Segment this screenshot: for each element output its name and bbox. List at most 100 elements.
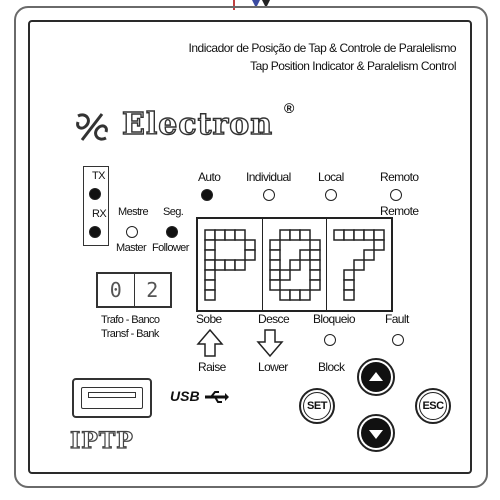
display-dot xyxy=(343,268,355,281)
cable-black-arrow-icon xyxy=(262,0,270,8)
lower-arrow-icon xyxy=(256,329,284,358)
remote-label-pt: Remoto xyxy=(380,170,419,184)
up-button-face xyxy=(361,362,391,392)
down-button-face xyxy=(361,418,391,448)
esc-button[interactable]: ESC xyxy=(415,388,451,424)
arrow-up-icon xyxy=(369,371,383,381)
remote-label-en: Remote xyxy=(380,204,419,218)
cable-blue-arrow-icon xyxy=(252,0,260,8)
display-dot xyxy=(373,228,385,241)
display-dot xyxy=(234,258,246,271)
display-dot xyxy=(234,228,246,241)
local-led xyxy=(325,189,337,201)
bank-digit-1: 0 xyxy=(109,278,122,302)
up-button[interactable] xyxy=(357,358,395,396)
display-dot xyxy=(204,258,216,271)
fault-led xyxy=(392,334,404,346)
display-dot xyxy=(288,258,301,271)
title-portuguese: Indicador de Posição de Tap & Controle d… xyxy=(188,41,457,55)
display-dot xyxy=(204,278,216,291)
usb-symbol-icon xyxy=(205,391,229,403)
individual-label: Individual xyxy=(246,170,291,184)
remote-led xyxy=(390,189,402,201)
rx-label: RX xyxy=(92,208,107,220)
bank-display: 0 2 xyxy=(96,272,172,308)
tx-label: TX xyxy=(92,170,105,182)
display-dot xyxy=(343,288,355,301)
block-label-en: Block xyxy=(318,360,345,374)
tx-led xyxy=(89,188,101,200)
display-dot xyxy=(308,238,321,251)
set-button[interactable]: SET xyxy=(299,388,335,424)
arrow-down-icon xyxy=(369,429,383,439)
follower-label-pt: Seg. xyxy=(163,206,184,218)
display-dot xyxy=(268,248,281,261)
display-dot xyxy=(353,258,365,271)
raise-label-en: Raise xyxy=(198,360,226,374)
display-dot xyxy=(298,248,311,261)
display-dot xyxy=(204,288,216,301)
comm-indicator-box xyxy=(83,166,109,246)
raise-arrow-icon xyxy=(196,328,224,357)
display-dot xyxy=(224,228,236,241)
usb-port[interactable] xyxy=(72,378,152,418)
auto-led xyxy=(201,189,213,201)
cable-red xyxy=(233,0,235,10)
display-dot xyxy=(373,238,385,251)
device-outer-frame xyxy=(14,6,488,488)
display-dot xyxy=(333,228,345,241)
display-dot xyxy=(288,228,301,241)
display-dot xyxy=(214,258,226,271)
display-dot xyxy=(298,288,311,301)
display-dot xyxy=(268,238,281,251)
display-dot xyxy=(268,258,281,271)
display-dot xyxy=(224,258,236,271)
follower-label-en: Follower xyxy=(152,242,189,254)
usb-tab xyxy=(88,392,136,398)
master-led xyxy=(126,226,138,238)
electron-logo-icon xyxy=(76,113,108,141)
display-dot xyxy=(308,258,321,271)
display-dot xyxy=(298,228,311,241)
display-dot xyxy=(268,268,281,281)
title-english: Tap Position Indicator & Paralelism Cont… xyxy=(250,59,456,73)
display-dot xyxy=(268,278,281,291)
display-dot xyxy=(353,228,365,241)
display-dot xyxy=(204,268,216,281)
fault-label: Fault xyxy=(385,312,409,326)
block-led xyxy=(324,334,336,346)
display-dot xyxy=(204,248,216,261)
master-label-pt: Mestre xyxy=(118,206,149,218)
tap-position-display xyxy=(196,217,393,312)
display-dot xyxy=(278,228,291,241)
block-label-pt: Bloqueio xyxy=(313,312,356,326)
down-button[interactable] xyxy=(357,414,395,452)
usb-slot xyxy=(81,387,143,409)
raise-label-pt: Sobe xyxy=(196,312,222,326)
display-dot xyxy=(244,238,256,251)
brand-name: Electron xyxy=(121,106,274,142)
master-label-en: Master xyxy=(116,242,147,254)
lower-label-en: Lower xyxy=(258,360,288,374)
display-dot xyxy=(363,248,375,261)
display-dot xyxy=(308,278,321,291)
bank-label-pt: Trafo - Banco xyxy=(101,314,160,326)
set-button-face: SET xyxy=(303,392,331,420)
esc-button-face: ESC xyxy=(419,392,447,420)
display-dot xyxy=(214,228,226,241)
display-dot xyxy=(278,268,291,281)
display-dot xyxy=(288,288,301,301)
follower-led xyxy=(166,226,178,238)
device-panel xyxy=(28,20,472,474)
esc-button-label: ESC xyxy=(422,400,444,412)
individual-led xyxy=(263,189,275,201)
model-name: IPTP xyxy=(69,427,134,454)
display-dot xyxy=(343,278,355,291)
usb-logo-text: USB xyxy=(170,388,200,404)
display-char-3 xyxy=(333,228,385,301)
display-dot xyxy=(204,228,216,241)
display-dot xyxy=(244,248,256,261)
display-dot xyxy=(363,228,375,241)
brand-registered-mark: ® xyxy=(284,100,295,116)
display-char-2 xyxy=(268,228,321,301)
